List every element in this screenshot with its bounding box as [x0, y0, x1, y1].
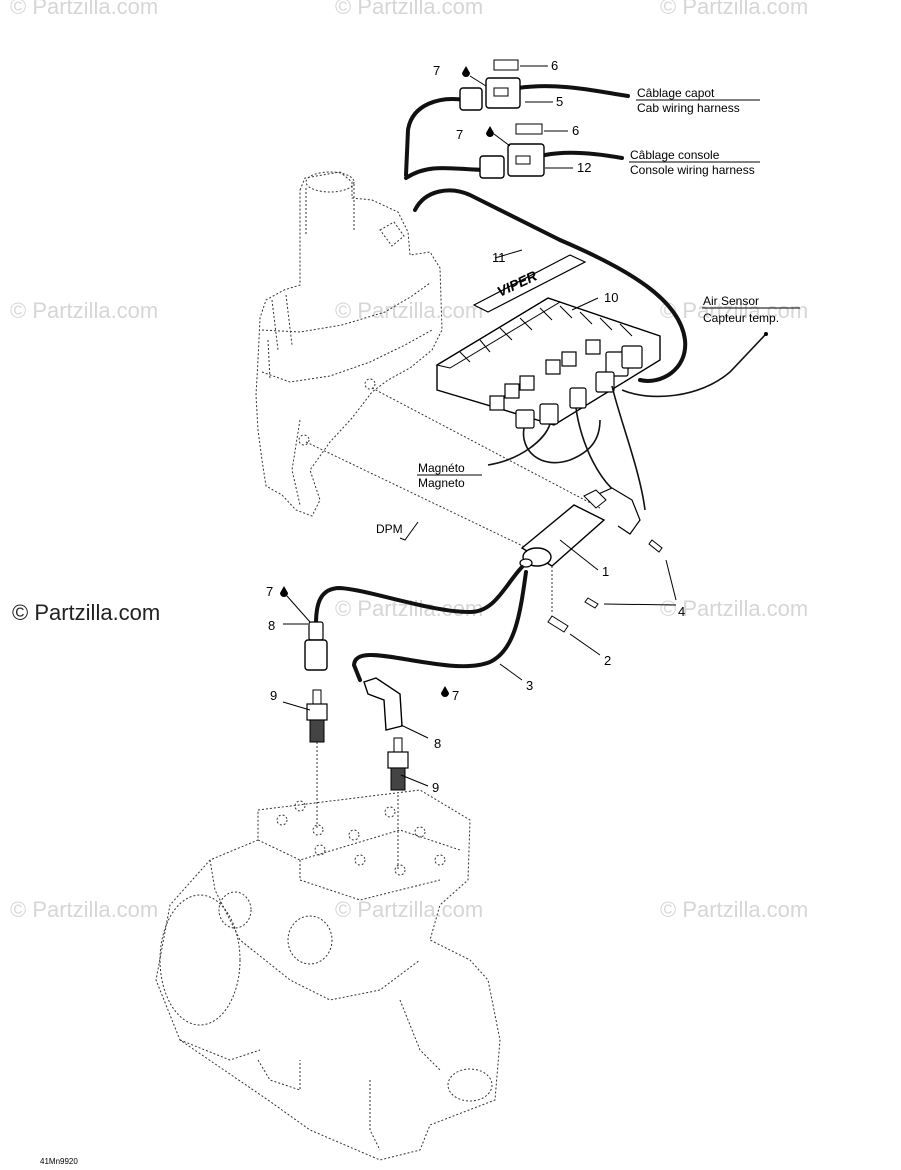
callout-8: 8: [268, 618, 275, 633]
callout-9: 9: [432, 780, 439, 795]
oil-drop-icons: [280, 586, 449, 697]
watermark: © Partzilla.com: [660, 596, 808, 621]
callout-6: 6: [551, 58, 558, 73]
watermark: © Partzilla.com: [10, 897, 158, 922]
callouts: 7 6 5 7 6 12 11 10 1 4 2 3 7 8 9 7 8 9: [266, 58, 685, 795]
watermark-layer: © Partzilla.com © Partzilla.com © Partzi…: [10, 0, 808, 922]
watermark: © Partzilla.com: [335, 596, 483, 621]
callout-3: 3: [526, 678, 533, 693]
drop-icon: [280, 586, 288, 597]
label-console-fr: Câblage console: [630, 148, 720, 162]
callout-12: 12: [577, 160, 591, 175]
spark-plugs: [306, 689, 409, 791]
label-capteur-temp: Capteur temp.: [703, 311, 779, 325]
oil-tank: [255, 171, 443, 517]
callout-4: 4: [678, 604, 685, 619]
watermark: © Partzilla.com: [660, 0, 808, 19]
callout-5: 5: [556, 94, 563, 109]
watermark: © Partzilla.com: [335, 0, 483, 19]
callout-7: 7: [452, 688, 459, 703]
watermark: © Partzilla.com: [10, 0, 158, 19]
label-air-sensor: Air Sensor: [703, 294, 759, 308]
watermark: © Partzilla.com: [335, 298, 483, 323]
drawing-code: 41Mn9920: [40, 1157, 78, 1166]
watermark: © Partzilla.com: [335, 897, 483, 922]
ignition-module: VIPER: [435, 254, 661, 429]
callout-10: 10: [604, 290, 618, 305]
callout-6: 6: [572, 123, 579, 138]
module-connectors: [489, 339, 643, 429]
callout-2: 2: [604, 653, 611, 668]
engine: [155, 789, 501, 1161]
callout-1: 1: [602, 564, 609, 579]
label-dpm: DPM: [376, 522, 403, 536]
callout-7: 7: [433, 63, 440, 78]
callout-8: 8: [434, 736, 441, 751]
watermark: © Partzilla.com: [660, 897, 808, 922]
label-magneto-en: Magneto: [418, 476, 465, 490]
harness-labels: Câblage capot Cab wiring harness Câblage…: [40, 86, 800, 1166]
callout-7: 7: [456, 127, 463, 142]
label-console-en: Console wiring harness: [630, 163, 755, 177]
watermark-main: © Partzilla.com: [12, 600, 160, 625]
label-magneto-fr: Magnéto: [418, 461, 465, 475]
plug-caps: [304, 621, 403, 731]
label-cab-fr: Câblage capot: [637, 86, 715, 100]
leader-lines: [282, 249, 677, 787]
callout-9: 9: [270, 688, 277, 703]
drop-icon: [441, 686, 449, 697]
harness-connectors: [404, 59, 630, 242]
ignition-coil: [519, 487, 663, 633]
callout-11: 11: [492, 250, 506, 265]
high-tension-wires: [314, 565, 528, 682]
label-cab-en: Cab wiring harness: [637, 101, 740, 115]
watermark: © Partzilla.com: [10, 298, 158, 323]
watermark: © Partzilla.com: [660, 298, 808, 323]
air-sensor-wire: [558, 238, 768, 398]
callout-7: 7: [266, 584, 273, 599]
